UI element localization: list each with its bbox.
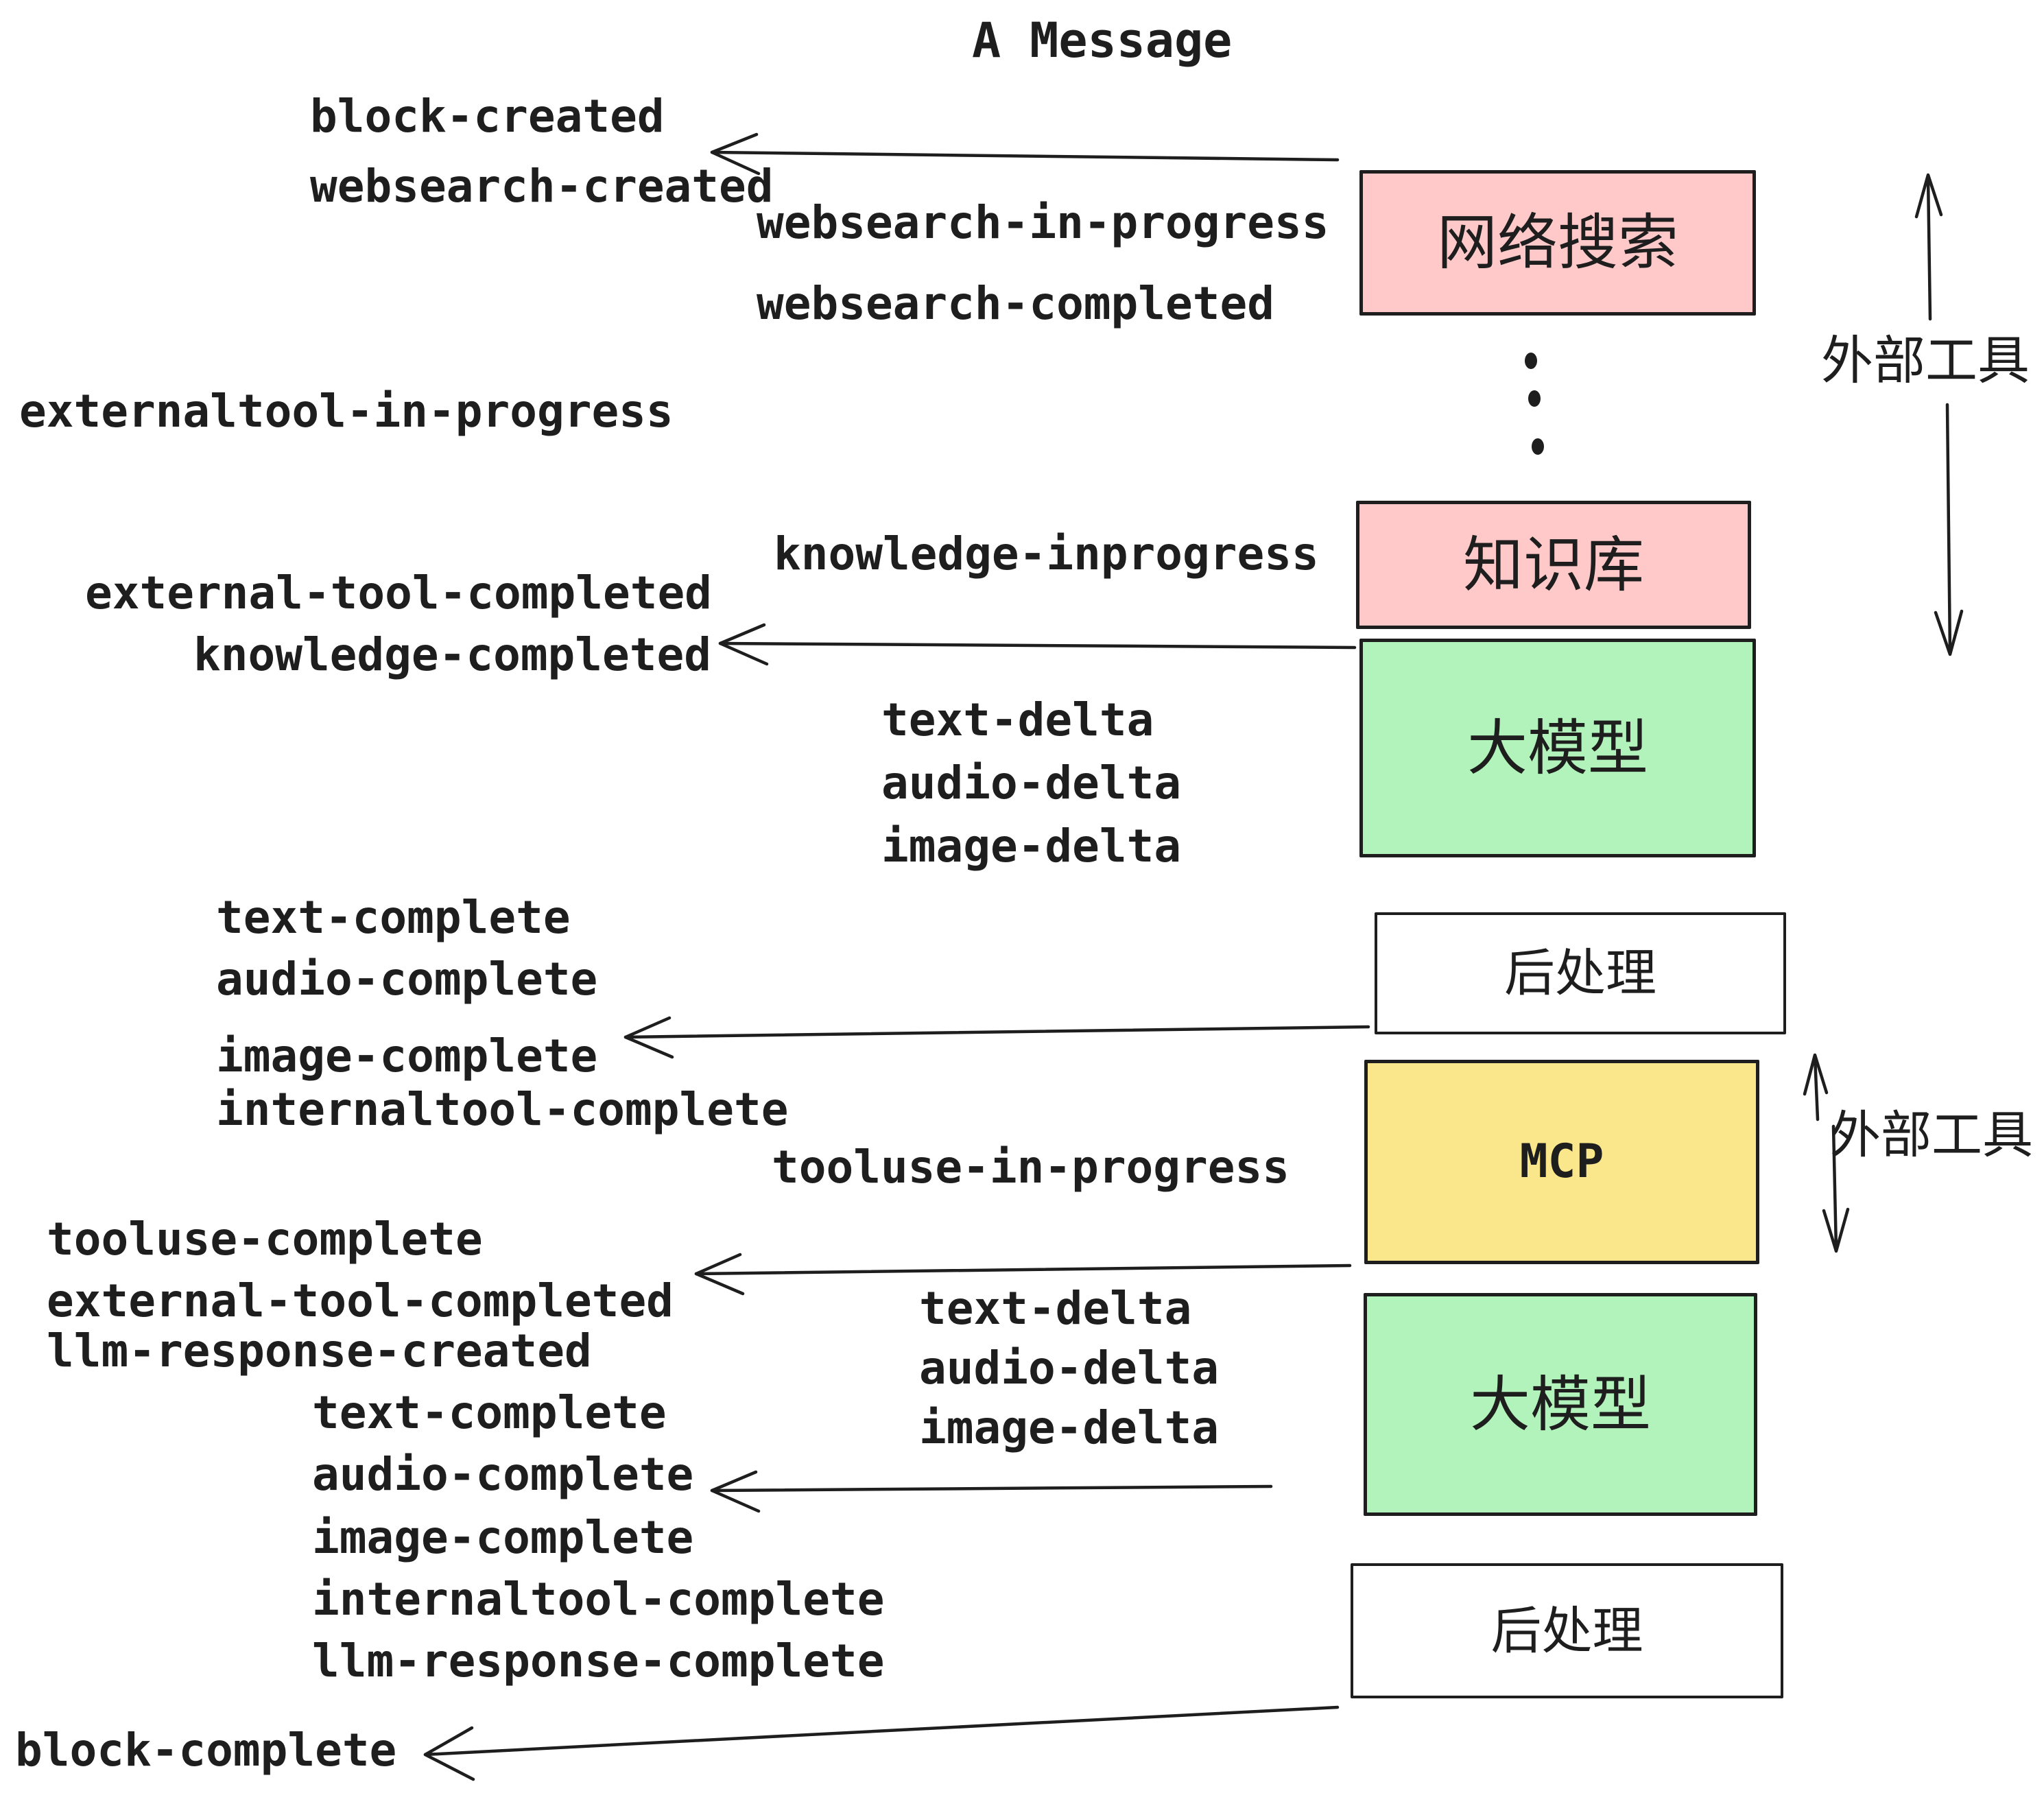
- box-postprocess-1: 后处理: [1375, 912, 1786, 1034]
- arrow-block-complete: [423, 1705, 1340, 1781]
- event-text-delta-2: text-delta: [919, 1282, 1192, 1335]
- event-audio-complete-2: audio-complete: [312, 1448, 694, 1501]
- event-llm-response-created: llm-response-created: [47, 1325, 592, 1377]
- event-tooluse-complete: tooluse-complete: [47, 1213, 483, 1266]
- box-websearch-label: 网络搜索: [1436, 207, 1678, 278]
- event-text-complete-2: text-complete: [312, 1386, 667, 1439]
- event-externaltool-in-progress: externaltool-in-progress: [19, 385, 674, 438]
- event-block-complete: block-complete: [15, 1724, 397, 1777]
- arrow-knowledge-completed: [718, 623, 1357, 666]
- external-tools-range-arrow-top: [1914, 173, 1964, 656]
- event-external-tool-completed-2: external-tool-completed: [47, 1274, 674, 1327]
- event-image-complete-2: image-complete: [312, 1511, 694, 1564]
- event-websearch-created: websearch-created: [310, 160, 774, 213]
- event-image-complete-1: image-complete: [216, 1030, 598, 1082]
- arrow-block-created: [710, 132, 1340, 176]
- event-text-delta-1: text-delta: [881, 693, 1154, 746]
- event-internaltool-complete-2: internaltool-complete: [312, 1573, 885, 1626]
- event-websearch-completed: websearch-completed: [757, 277, 1274, 330]
- event-image-delta-2: image-delta: [919, 1401, 1220, 1454]
- event-tooluse-in-progress: tooluse-in-progress: [772, 1141, 1290, 1194]
- box-llm-2-label: 大模型: [1469, 1368, 1651, 1440]
- box-postprocess-1-label: 后处理: [1504, 944, 1656, 1003]
- ellipsis-dots: [1525, 353, 1544, 455]
- event-llm-response-complete: llm-response-complete: [312, 1635, 885, 1687]
- event-knowledge-inprogress: knowledge-inprogress: [774, 527, 1319, 580]
- event-block-created: block-created: [310, 90, 665, 143]
- box-mcp: MCP: [1364, 1060, 1759, 1264]
- arrow-audio-complete: [710, 1470, 1273, 1513]
- external-tools-label-mcp: 外部工具: [1830, 1106, 2033, 1165]
- event-websearch-in-progress: websearch-in-progress: [757, 196, 1329, 249]
- event-knowledge-completed: knowledge-completed: [193, 628, 711, 681]
- event-audio-delta-2: audio-delta: [919, 1342, 1220, 1394]
- box-websearch: 网络搜索: [1359, 170, 1756, 316]
- external-tools-label-top: 外部工具: [1821, 330, 2030, 391]
- event-internaltool-complete-1: internaltool-complete: [216, 1083, 789, 1136]
- event-image-delta-1: image-delta: [881, 820, 1182, 873]
- box-postprocess-2-label: 后处理: [1490, 1601, 1643, 1661]
- box-knowledge-base: 知识库: [1356, 501, 1751, 629]
- box-knowledge-base-label: 知识库: [1462, 529, 1644, 600]
- diagram-title: A Message: [972, 12, 1233, 69]
- event-audio-delta-1: audio-delta: [881, 757, 1182, 809]
- box-llm-1-label: 大模型: [1466, 712, 1648, 783]
- event-audio-complete-1: audio-complete: [216, 953, 598, 1006]
- event-external-tool-completed-1: external-tool-completed: [85, 567, 712, 619]
- arrow-image-complete: [623, 1016, 1370, 1059]
- box-postprocess-2: 后处理: [1351, 1563, 1783, 1698]
- box-llm-2: 大模型: [1364, 1293, 1757, 1516]
- box-llm-1: 大模型: [1359, 639, 1756, 857]
- box-mcp-label: MCP: [1519, 1135, 1604, 1189]
- event-text-complete-1: text-complete: [216, 891, 571, 944]
